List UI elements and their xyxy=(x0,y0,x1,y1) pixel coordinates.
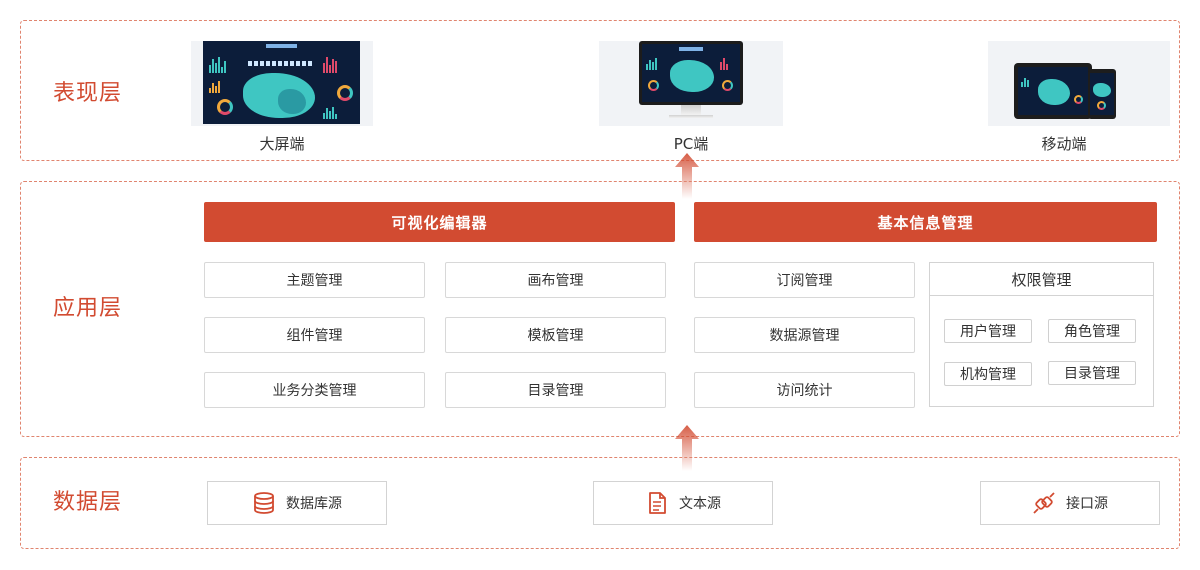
source-interface-label: 接口源 xyxy=(1066,496,1108,512)
source-text-label: 文本源 xyxy=(679,496,721,512)
client-label-big-screen: 大屏端 xyxy=(259,135,305,153)
module-theme-management[interactable]: 主题管理 xyxy=(204,262,425,298)
big-screen-dashboard-thumbnail xyxy=(191,41,373,126)
presentation-layer-title: 表现层 xyxy=(53,81,123,106)
source-database-label: 数据库源 xyxy=(286,496,342,512)
module-directory-management[interactable]: 目录管理 xyxy=(445,372,666,408)
source-database[interactable]: 数据库源 xyxy=(207,481,387,525)
client-label-mobile: 移动端 xyxy=(1041,135,1087,153)
application-layer: 应用层 可视化编辑器 基本信息管理 主题管理 画布管理 组件管理 模板管理 业务… xyxy=(20,181,1180,437)
document-icon xyxy=(649,492,666,514)
visual-editor-header: 可视化编辑器 xyxy=(204,202,675,242)
perm-role-management[interactable]: 角色管理 xyxy=(1048,319,1136,343)
module-business-category-management[interactable]: 业务分类管理 xyxy=(204,372,425,408)
source-interface[interactable]: 接口源 xyxy=(980,481,1160,525)
permission-management-panel: 权限管理 用户管理 角色管理 机构管理 目录管理 xyxy=(929,262,1154,407)
module-access-statistics[interactable]: 访问统计 xyxy=(694,372,915,408)
up-arrow-icon xyxy=(675,425,699,471)
application-layer-title: 应用层 xyxy=(53,296,123,321)
database-icon xyxy=(254,492,274,514)
module-canvas-management[interactable]: 画布管理 xyxy=(445,262,666,298)
up-arrow-icon xyxy=(675,153,699,199)
pc-monitor-thumbnail xyxy=(599,41,783,126)
permission-management-title: 权限管理 xyxy=(930,263,1153,296)
presentation-layer: 表现层 大屏端 xyxy=(20,20,1180,161)
perm-user-management[interactable]: 用户管理 xyxy=(944,319,1032,343)
source-text[interactable]: 文本源 xyxy=(593,481,773,525)
data-layer-title: 数据层 xyxy=(53,490,123,515)
perm-directory-management[interactable]: 目录管理 xyxy=(1048,361,1136,385)
data-layer: 数据层 数据库源 文本源 接口源 xyxy=(20,457,1180,549)
module-datasource-management[interactable]: 数据源管理 xyxy=(694,317,915,353)
basic-info-management-header: 基本信息管理 xyxy=(694,202,1157,242)
module-template-management[interactable]: 模板管理 xyxy=(445,317,666,353)
plug-link-icon xyxy=(1033,492,1055,514)
module-component-management[interactable]: 组件管理 xyxy=(204,317,425,353)
perm-org-management[interactable]: 机构管理 xyxy=(944,362,1032,386)
tablet-phone-thumbnail xyxy=(988,41,1170,126)
module-subscription-management[interactable]: 订阅管理 xyxy=(694,262,915,298)
client-label-pc: PC端 xyxy=(673,135,709,153)
